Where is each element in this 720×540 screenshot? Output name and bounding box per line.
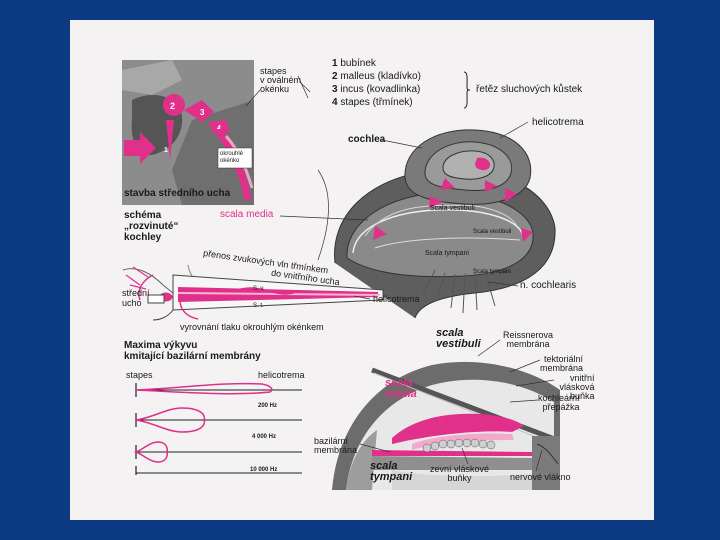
st-label: S. t. bbox=[253, 303, 264, 309]
legend-number: 2 bbox=[332, 71, 338, 82]
svg-text:Scala vestibuli: Scala vestibuli bbox=[473, 229, 511, 235]
outer-hair-cells-label: zevní vláskové buňky bbox=[430, 465, 489, 483]
legend-text: malleus (kladívko) bbox=[340, 71, 421, 82]
middle-ear-scheme-label: střední ucho bbox=[122, 288, 150, 308]
label-line: buňka bbox=[569, 391, 595, 401]
maxima-helicotrema-label: helicotrema bbox=[258, 370, 305, 380]
label-line: tektoriální bbox=[544, 354, 584, 364]
label-line: tympani bbox=[370, 471, 413, 483]
title-line: „rozvinuté“ bbox=[124, 221, 179, 232]
label-line: scala bbox=[436, 327, 464, 339]
label-line: Reissnerova bbox=[503, 330, 554, 340]
label-line: zevní vláskové bbox=[430, 464, 490, 474]
equalization-label: vyrovnání tlaku okrouhlým okénkem bbox=[180, 322, 324, 332]
svg-text:2: 2 bbox=[170, 101, 175, 111]
cochlea-helicotrema-label: helicotrema bbox=[532, 117, 584, 128]
inner-hair-cell-label: vnitřní vlásková buňka bbox=[554, 374, 595, 401]
label-line: vlásková bbox=[559, 382, 595, 392]
title-line: kmitající bazilární membrány bbox=[124, 351, 261, 362]
note-line: okrouhlé bbox=[220, 151, 244, 157]
scheme-helicotrema-label: helicotrema bbox=[373, 294, 420, 304]
note-line: okénku bbox=[260, 84, 290, 94]
label-line: membrána bbox=[540, 363, 584, 373]
reissner-membrane-label: Reissnerova membrána bbox=[503, 331, 553, 349]
label-line: membrána bbox=[314, 445, 358, 455]
legend-text: bubínek bbox=[340, 58, 376, 69]
label-line: kochleární bbox=[538, 393, 580, 403]
label-line: přepážka bbox=[542, 402, 580, 412]
maxima-title: Maxima výkyvu kmitající bazilární membrá… bbox=[124, 340, 261, 362]
cochlear-partition-label: kochleární přepážka bbox=[538, 394, 580, 412]
basilar-membrane-envelopes bbox=[133, 382, 302, 475]
stapes-oval-window-note: stapes v oválném okénku bbox=[260, 67, 301, 94]
legend-number: 3 bbox=[332, 84, 338, 95]
legend-text: incus (kovadlinka) bbox=[340, 84, 421, 95]
sv-label: S. v. bbox=[253, 286, 265, 292]
middle-ear-caption: stavba středního ucha bbox=[124, 188, 231, 199]
scheme-title: schéma „rozvinuté“ kochley bbox=[124, 210, 178, 243]
tectorial-membrane-label: tektoriální membrána bbox=[540, 355, 583, 373]
legend-item: 1 bubínek bbox=[332, 59, 376, 69]
legend-brace bbox=[463, 71, 471, 109]
cochlear-nerve-label: n. cochlearis bbox=[520, 280, 577, 291]
label-line: buňky bbox=[447, 473, 472, 483]
legend-number: 4 bbox=[332, 97, 338, 108]
organ-scala-tympani-label: scala tympani bbox=[370, 461, 412, 483]
basilar-membrane-label: bazilární membrána bbox=[314, 437, 357, 455]
note-line: v oválném bbox=[260, 75, 302, 85]
organ-scala-vestibuli-label: scala vestibuli bbox=[436, 328, 481, 350]
label-line: scala bbox=[370, 460, 398, 472]
legend-number: 1 bbox=[332, 58, 338, 69]
scanned-textbook-page: 2 3 4 1 stapes v oválném okénku okrouhlé… bbox=[70, 20, 654, 520]
legend-item: 2 malleus (kladívko) bbox=[332, 72, 421, 82]
note-line: okénko bbox=[220, 158, 240, 164]
label-line: bazilární bbox=[314, 436, 349, 446]
freq-label-200: 200 Hz bbox=[258, 403, 278, 409]
round-window-note: okrouhlé okénko bbox=[220, 151, 243, 165]
scala-tympani-label: Scala tympani bbox=[425, 250, 469, 257]
scala-vestibuli-label: Scala vestibuli bbox=[430, 205, 475, 212]
chain-label: řetěz sluchových kůstek bbox=[476, 84, 583, 95]
label-line: vestibuli bbox=[436, 338, 481, 350]
nerve-fiber-label: nervové vlákno bbox=[510, 472, 571, 482]
freq-label-10000: 10 000 Hz bbox=[250, 467, 278, 473]
svg-text:4: 4 bbox=[217, 125, 221, 132]
label-line: vnitřní bbox=[570, 373, 595, 383]
cochlea-label: cochlea bbox=[348, 134, 386, 145]
legend-item: 3 incus (kovadlinka) bbox=[332, 85, 420, 95]
maxima-stapes-label: stapes bbox=[126, 370, 153, 380]
svg-text:Scala tympani: Scala tympani bbox=[473, 269, 511, 275]
cochlea-illustration: Scala vestibuli Scala tympani bbox=[334, 129, 556, 319]
label-line: ucho bbox=[122, 298, 142, 308]
middle-ear-illustration: 2 3 4 1 bbox=[122, 60, 254, 205]
organ-scala-media-label: scala media bbox=[385, 378, 417, 400]
svg-text:3: 3 bbox=[200, 108, 205, 117]
title-line: schéma bbox=[124, 210, 162, 221]
label-line: střední bbox=[122, 288, 150, 298]
label-line: scala bbox=[385, 377, 413, 389]
title-line: Maxima výkyvu bbox=[124, 340, 198, 351]
unrolled-cochlea-diagram bbox=[122, 264, 384, 321]
legend-item: 4 stapes (třmínek) bbox=[332, 98, 413, 108]
label-line: media bbox=[385, 388, 417, 400]
note-line: stapes bbox=[260, 66, 287, 76]
label-line: membrána bbox=[506, 339, 550, 349]
scala-media-label: scala media bbox=[220, 209, 274, 220]
svg-text:1: 1 bbox=[164, 147, 168, 154]
freq-label-4000: 4 000 Hz bbox=[252, 434, 277, 440]
legend-text: stapes (třmínek) bbox=[340, 97, 413, 108]
organ-of-corti-illustration bbox=[332, 361, 560, 490]
title-line: kochley bbox=[124, 232, 162, 243]
